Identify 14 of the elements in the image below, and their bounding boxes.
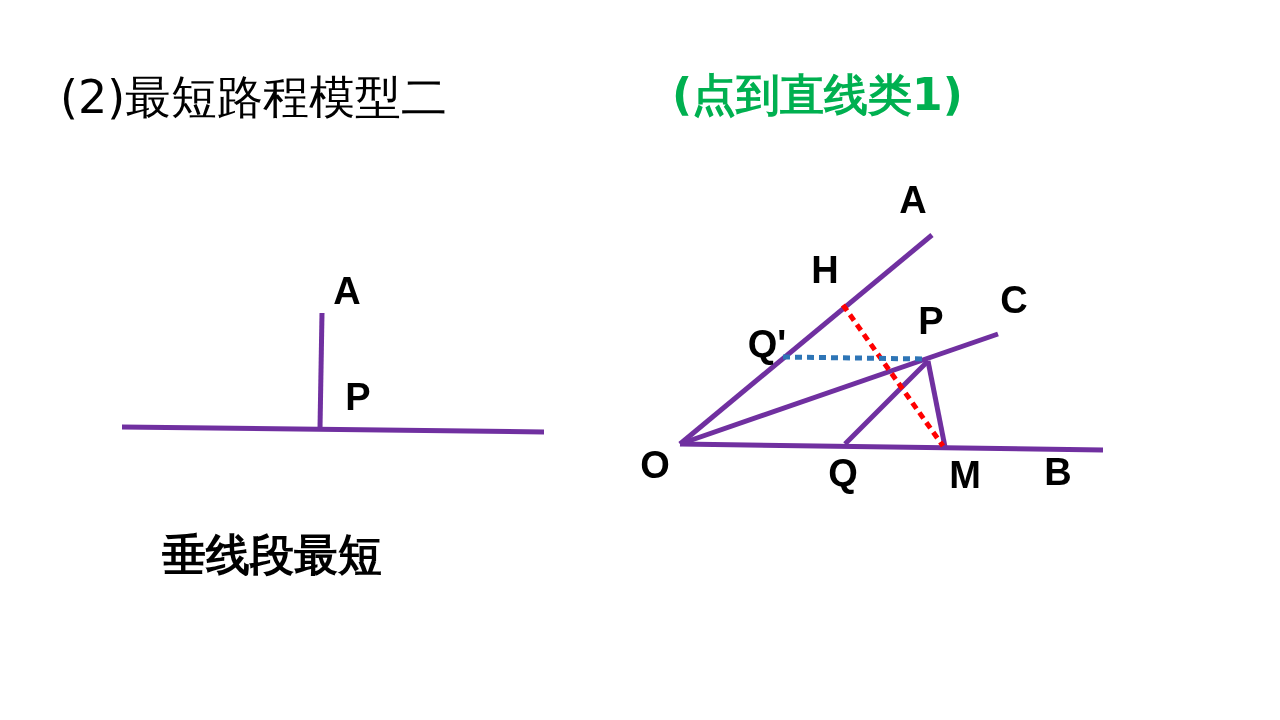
point-label: P: [918, 302, 944, 340]
title: (2)最短路程模型二: [60, 74, 448, 120]
point-label: H: [811, 251, 839, 289]
point-label: Q: [828, 454, 858, 492]
point-label: P: [345, 378, 371, 416]
conclusion-text: 垂线段最短: [162, 533, 382, 577]
point-label: A: [899, 181, 927, 219]
point-label: O: [640, 446, 670, 484]
point-label: B: [1044, 453, 1072, 491]
point-label: A: [333, 272, 361, 310]
point-label: C: [1000, 281, 1028, 319]
point-label: Q': [747, 325, 787, 363]
subtitle: (点到直线类1): [672, 73, 963, 117]
point-label: M: [949, 456, 981, 494]
